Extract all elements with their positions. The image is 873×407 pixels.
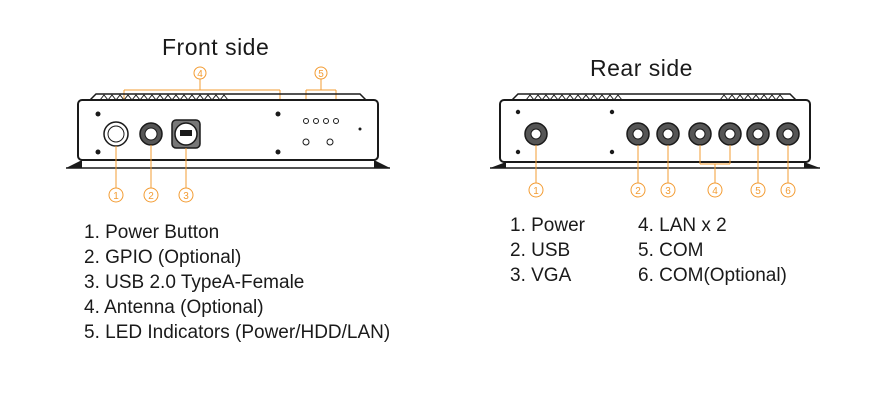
rear-panel-diagram: 1 2 3 4 5 6 (490, 93, 820, 198)
rear-legend-item: 2. USB (510, 240, 571, 261)
front-legend-list: 1. Power Button 2. GPIO (Optional) 3. US… (84, 220, 390, 345)
svg-text:5: 5 (318, 69, 324, 80)
svg-text:3: 3 (665, 186, 671, 197)
svg-text:5: 5 (755, 186, 761, 197)
rear-legend-list-right: 4. LAN x 2 5. COM 6. COM(Optional) (638, 213, 787, 288)
front-legend-item: 1. Power Button (84, 222, 220, 243)
rear-legend-list-left: 1. Power 2. USB 3. VGA (510, 213, 585, 288)
front-legend-item: 4. Antenna (Optional) (84, 297, 264, 318)
svg-text:3: 3 (183, 191, 189, 202)
svg-text:4: 4 (712, 186, 718, 197)
svg-text:1: 1 (113, 191, 119, 202)
rear-callouts: 1 2 3 4 5 6 (528, 182, 796, 198)
front-legend-item: 5. LED Indicators (Power/HDD/LAN) (84, 322, 391, 343)
svg-text:2: 2 (635, 186, 641, 197)
usb-port-front (171, 119, 201, 149)
rear-legend-item: 6. COM(Optional) (638, 265, 787, 286)
rear-legend-item: 4. LAN x 2 (638, 215, 727, 236)
svg-text:6: 6 (785, 186, 791, 197)
rear-chassis (499, 99, 811, 163)
front-legend-item: 2. GPIO (Optional) (84, 247, 242, 268)
led-indicators (302, 118, 362, 146)
rear-side-title: Rear side (590, 55, 693, 81)
svg-text:4: 4 (197, 69, 203, 80)
svg-text:1: 1 (533, 186, 539, 197)
front-panel-diagram: 4 5 (66, 66, 390, 203)
rear-ports (524, 122, 800, 146)
rear-legend-item: 3. VGA (510, 265, 572, 286)
front-legend-item: 3. USB 2.0 TypeA-Female (84, 272, 305, 293)
callout-3-front: 3 (178, 148, 194, 203)
callout-2-front: 2 (143, 145, 159, 203)
gpio-port (139, 122, 163, 146)
front-side-title: Front side (162, 34, 270, 60)
callout-4-front: 4 (123, 66, 281, 100)
callout-1-front: 1 (108, 146, 124, 203)
rear-legend-item: 1. Power (510, 215, 585, 236)
power-button-port (103, 121, 129, 147)
rear-legend-item: 5. COM (638, 240, 704, 261)
svg-text:2: 2 (148, 191, 154, 202)
